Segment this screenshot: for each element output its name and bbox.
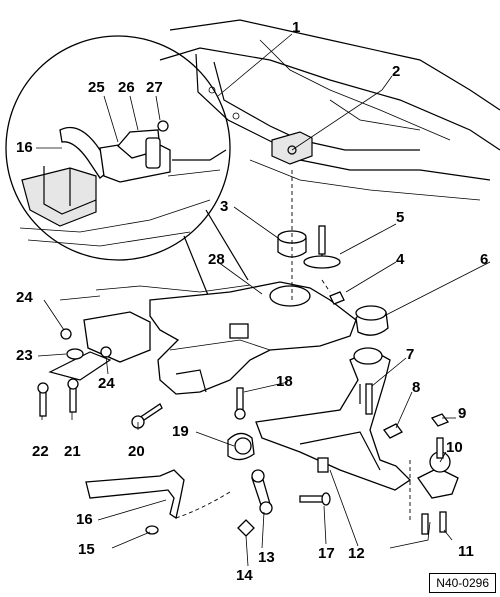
label-5: 5 — [396, 209, 405, 226]
label-8: 8 — [412, 379, 421, 396]
label-2: 2 — [392, 63, 401, 80]
inset-detail — [5, 35, 231, 261]
subframe — [48, 281, 357, 395]
label-25: 25 — [88, 79, 105, 96]
label-23: 23 — [16, 347, 33, 364]
label-16-inset: 16 — [16, 139, 33, 156]
control-arm — [227, 347, 412, 491]
label-14: 14 — [236, 567, 253, 584]
label-4: 4 — [396, 251, 405, 268]
bolts — [37, 328, 373, 429]
label-22: 22 — [32, 443, 49, 460]
label-16: 16 — [76, 511, 93, 528]
label-27: 27 — [146, 79, 163, 96]
label-26: 26 — [118, 79, 135, 96]
label-17: 17 — [318, 545, 335, 562]
label-21: 21 — [64, 443, 81, 460]
label-15: 15 — [78, 541, 95, 558]
label-1: 1 — [292, 19, 301, 36]
ball-joint — [383, 413, 459, 535]
leader-lines — [36, 33, 491, 567]
label-13: 13 — [258, 549, 275, 566]
label-18: 18 — [276, 373, 293, 390]
label-7: 7 — [406, 346, 415, 363]
label-12: 12 — [348, 545, 365, 562]
reference-code: N40-0296 — [429, 573, 496, 593]
label-19: 19 — [172, 423, 189, 440]
label-3: 3 — [220, 198, 229, 215]
label-11: 11 — [458, 543, 474, 560]
label-24-top: 24 — [16, 289, 33, 306]
label-20: 20 — [128, 443, 145, 460]
stabilizer-bar — [85, 469, 331, 537]
label-6: 6 — [480, 251, 489, 268]
label-28: 28 — [208, 251, 225, 268]
vehicle-body — [159, 19, 500, 201]
label-10: 10 — [446, 439, 463, 456]
label-24-bottom: 24 — [98, 375, 115, 392]
label-9: 9 — [458, 405, 467, 422]
mount-parts — [277, 170, 389, 336]
